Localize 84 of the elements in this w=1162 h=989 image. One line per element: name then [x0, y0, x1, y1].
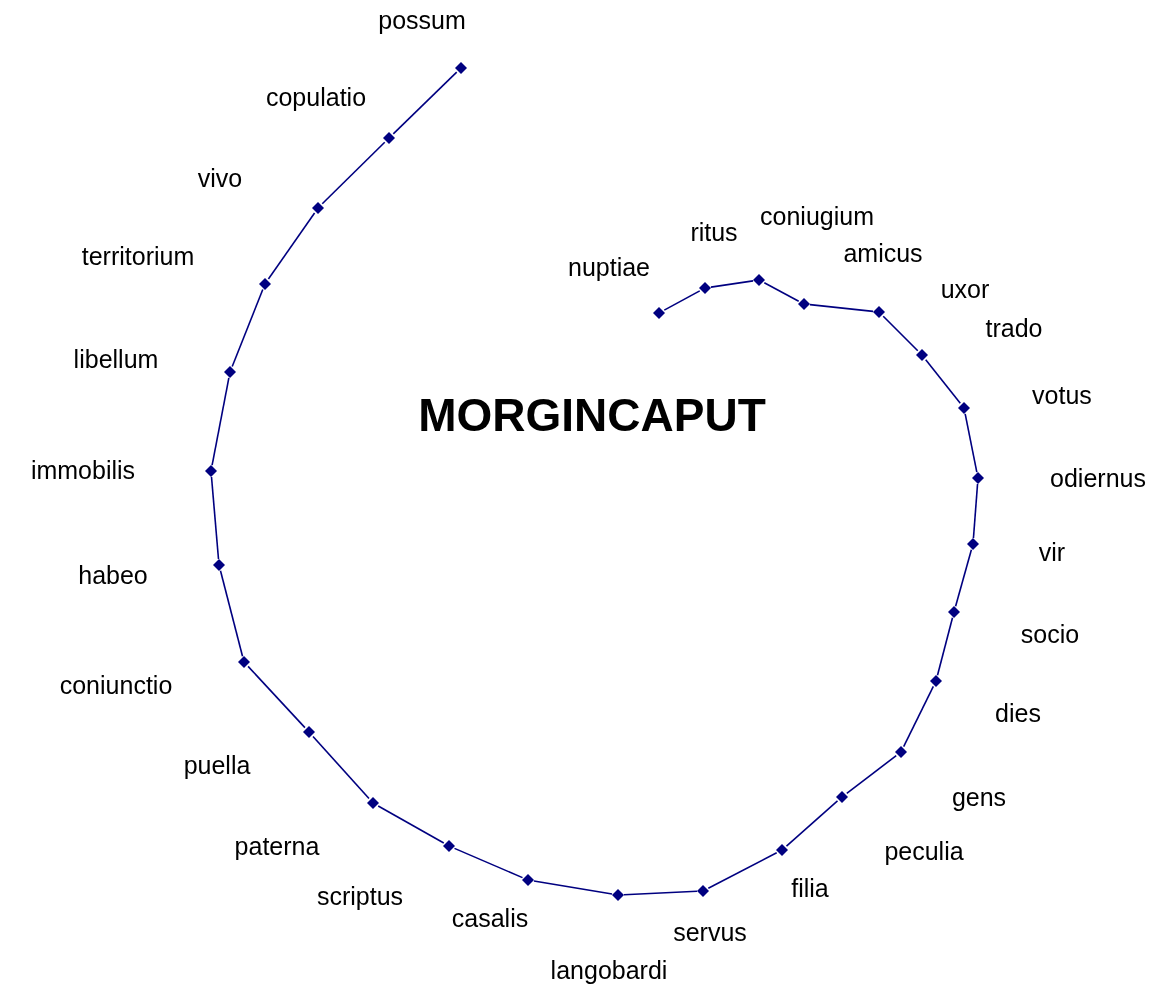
diamond-marker — [224, 366, 236, 378]
diamond-marker — [653, 307, 665, 319]
connector-line — [972, 483, 979, 539]
point-label: coniunctio — [59, 672, 173, 700]
connector-line — [763, 282, 800, 302]
diamond-marker — [972, 472, 984, 484]
point-label: possum — [378, 7, 466, 35]
diamond-marker — [836, 791, 848, 803]
diamond-marker — [312, 202, 324, 214]
point-label: servus — [673, 919, 747, 947]
connector-line — [211, 377, 230, 466]
point-label: territorium — [81, 243, 195, 271]
point-label: ritus — [690, 219, 738, 247]
diamond-marker — [443, 840, 455, 852]
point-label: vivo — [197, 165, 243, 193]
connector-line — [453, 847, 524, 879]
diamond-marker — [455, 62, 467, 74]
connector-line — [964, 413, 978, 473]
diamond-marker — [798, 298, 810, 310]
diamond-marker — [303, 726, 315, 738]
diamond-marker — [916, 349, 928, 361]
diamond-marker — [699, 282, 711, 294]
connector-line — [882, 315, 919, 352]
connector-line — [809, 303, 874, 313]
connector-line — [247, 665, 306, 729]
point-label: immobilis — [30, 457, 136, 485]
point-label: scriptus — [316, 883, 404, 911]
point-label: odiernus — [1050, 465, 1146, 493]
point-label: uxor — [940, 276, 990, 304]
diamond-marker — [958, 402, 970, 414]
connector-line — [377, 805, 445, 844]
connector-line — [623, 890, 698, 896]
point-label: coniugium — [760, 203, 874, 231]
diamond-marker — [383, 132, 395, 144]
diamond-marker — [238, 656, 250, 668]
diamond-marker — [776, 844, 788, 856]
connector-line — [533, 880, 613, 895]
diamond-marker — [895, 746, 907, 758]
diamond-marker — [205, 465, 217, 477]
diamond-marker — [967, 538, 979, 550]
connector-line — [785, 800, 839, 847]
connector-line — [663, 290, 701, 311]
connector-line — [707, 851, 778, 890]
connector-line — [392, 71, 458, 135]
point-label: amicus — [843, 240, 923, 268]
connector-line — [231, 288, 264, 368]
diagram-title: MORGINCAPUT — [418, 389, 766, 441]
point-label: gens — [951, 784, 1007, 812]
diamond-marker — [612, 889, 624, 901]
connector-line — [210, 476, 220, 560]
connector-line — [936, 617, 954, 676]
point-label: peculia — [884, 838, 964, 866]
diamond-marker — [522, 874, 534, 886]
point-label: puella — [183, 752, 251, 780]
point-label: socio — [1020, 621, 1080, 649]
point-label: langobardi — [550, 957, 668, 985]
point-label: vir — [1038, 539, 1066, 567]
connector-line — [902, 685, 935, 748]
diamond-marker — [259, 278, 271, 290]
connector-line — [219, 570, 244, 657]
connector-line — [710, 280, 754, 288]
point-label: nuptiae — [568, 254, 650, 282]
connector-line — [845, 754, 898, 795]
diamond-marker — [367, 797, 379, 809]
connector-line — [954, 549, 973, 607]
diamond-marker — [873, 306, 885, 318]
point-label: trado — [985, 315, 1043, 343]
connector-line — [321, 141, 386, 205]
point-label: dies — [995, 700, 1041, 728]
connector-line — [924, 358, 962, 405]
point-label: votus — [1032, 382, 1092, 410]
diamond-marker — [213, 559, 225, 571]
diamond-marker — [930, 675, 942, 687]
diamond-marker — [697, 885, 709, 897]
point-label: paterna — [234, 833, 320, 861]
connector-line — [267, 212, 316, 280]
point-label: libellum — [73, 346, 159, 374]
diamond-marker — [753, 274, 765, 286]
connector-line — [312, 735, 370, 800]
point-label: habeo — [78, 562, 148, 590]
point-label: filia — [791, 875, 829, 903]
point-label: casalis — [451, 905, 529, 933]
point-label: copulatio — [265, 84, 367, 112]
diamond-marker — [948, 606, 960, 618]
